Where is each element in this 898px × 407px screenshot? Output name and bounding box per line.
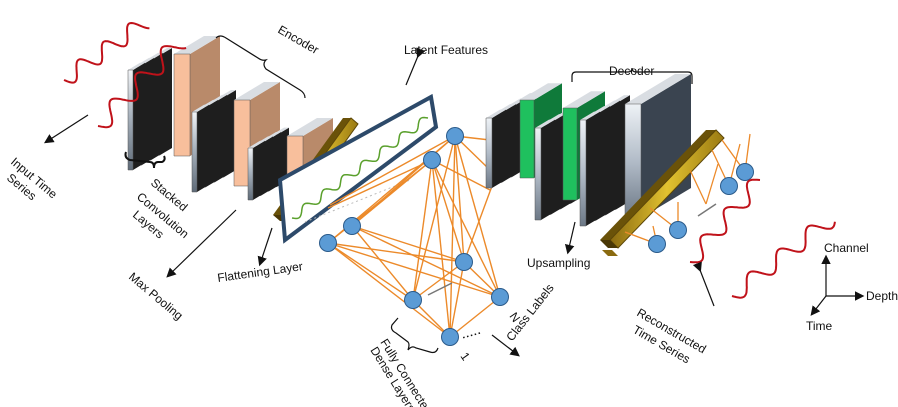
braces <box>124 35 693 354</box>
dense-connection <box>327 159 433 209</box>
dense-connection <box>412 261 465 301</box>
decoder-connection <box>689 169 707 205</box>
decoder-slice-2-0 <box>579 111 600 227</box>
decoder-node <box>669 221 687 239</box>
dense-connection <box>329 135 456 206</box>
latent-arrow <box>405 47 426 86</box>
dense-connection <box>449 135 456 338</box>
dense-node <box>423 151 441 169</box>
dense-connection <box>351 135 456 227</box>
input-arrow <box>43 114 89 144</box>
dense-connection <box>454 135 465 263</box>
class-labels-arrow <box>491 334 520 357</box>
class-labels-label: Class Labels <box>503 281 556 344</box>
dense-connection <box>412 135 456 301</box>
decoder-brace <box>571 67 693 84</box>
dense-connection <box>449 296 501 338</box>
input-signal-wave-1 <box>63 21 150 84</box>
dense-connection <box>449 261 465 338</box>
dense-node <box>491 288 509 306</box>
nodes-ellipsis-line <box>427 282 453 296</box>
dense-node <box>441 328 459 346</box>
decoder-node <box>648 235 666 253</box>
dense-brace <box>390 317 439 354</box>
dense-connection <box>431 159 465 263</box>
reconstructed-signal <box>689 178 836 299</box>
dense-node <box>404 291 422 309</box>
axis-depth-label: Depth <box>866 289 898 303</box>
reconstructed-arrow <box>692 261 715 307</box>
decoder-ellipsis-line <box>697 203 717 217</box>
latent-features-frame <box>277 93 439 244</box>
encoder-layers <box>127 36 333 201</box>
dense-nodes <box>319 127 509 346</box>
time-axis <box>810 295 827 316</box>
dense-connection <box>327 242 465 263</box>
decoder-label: Decoder <box>609 64 654 78</box>
conv-slice-1-0 <box>191 104 209 193</box>
dense-connection <box>351 225 414 301</box>
dense-connections <box>327 135 501 338</box>
dense-connection <box>351 225 501 298</box>
max-pooling-label: Max Pooling <box>126 270 186 323</box>
decoder-node <box>736 163 754 181</box>
dense-connection <box>351 225 465 263</box>
dense-connection <box>463 185 493 263</box>
class-labels-dots <box>461 332 481 339</box>
conv-slice-0-0 <box>127 62 145 171</box>
latent-features-label: Latent Features <box>404 43 488 57</box>
dense-node <box>343 217 361 235</box>
stacked-conv-brace <box>124 151 166 169</box>
dense-connection <box>327 242 451 338</box>
decoder-connection <box>705 163 719 205</box>
encoder-brace <box>215 35 306 99</box>
flattening-arrow <box>257 227 273 267</box>
decoder-node <box>720 177 738 195</box>
max-pooling-arrow <box>166 209 237 278</box>
decoder-layers <box>485 74 691 227</box>
encoder-label: Encoder <box>276 22 322 56</box>
input-signal <box>63 21 187 129</box>
input-signal-wave-2 <box>97 45 187 129</box>
conv-slice-2-0 <box>247 140 265 201</box>
decoder-output-nodes <box>624 133 754 253</box>
axis-time-label: Time <box>806 319 833 333</box>
dense-connection <box>454 135 501 298</box>
dense-node <box>446 127 464 145</box>
reconstructed-signal-wave-1 <box>689 178 761 264</box>
class-label-1: 1 <box>458 350 473 364</box>
dense-node <box>319 234 337 252</box>
dense-connection <box>412 159 433 301</box>
dense-connection <box>431 159 491 191</box>
decoder-slice-0-0 <box>485 109 506 189</box>
latent-signal-wave <box>291 116 429 220</box>
annotation-arrows <box>43 47 865 357</box>
reconstructed-signal-wave-2 <box>731 221 836 299</box>
axis-channel-label: Channel <box>824 241 869 255</box>
dense-connection <box>327 242 414 301</box>
dense-connection <box>431 159 451 338</box>
decoder-slice-1-0 <box>534 119 555 221</box>
upsampling-arrow <box>564 221 576 255</box>
upsampling-label: Upsampling <box>527 256 590 270</box>
dense-connection <box>327 242 501 298</box>
decoder-output-bar <box>600 129 725 256</box>
dense-node <box>455 253 473 271</box>
